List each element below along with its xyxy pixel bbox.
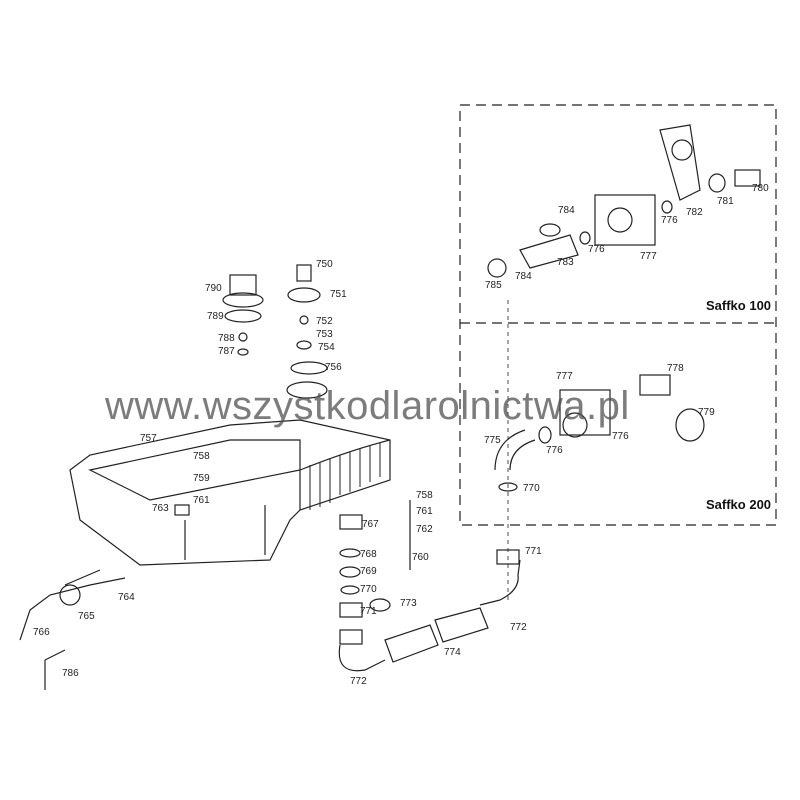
model-label-saffko-200: Saffko 200: [706, 497, 772, 512]
part-number-label: 758: [416, 490, 433, 501]
part-number-label: 754: [318, 342, 335, 353]
part-number-label: 762: [416, 524, 433, 535]
part-number-label: 765: [78, 611, 95, 622]
part-number-label: 767: [362, 519, 379, 530]
part-number-label: 778: [667, 363, 684, 374]
part-number-label: 779: [698, 407, 715, 418]
part-number-label: 770: [523, 483, 540, 494]
part-number-label: 773: [400, 598, 417, 609]
part-number-label: 781: [717, 196, 734, 207]
model-label-saffko-100: Saffko 100: [706, 298, 772, 313]
hose-assembly: [338, 300, 521, 672]
part-number-label: 761: [416, 506, 433, 517]
part-number-label: 750: [316, 259, 333, 270]
part-number-label: 770: [360, 584, 377, 595]
part-number-label: 787: [218, 346, 235, 357]
part-number-label: 771: [360, 606, 377, 617]
part-number-label: 785: [485, 280, 502, 291]
part-number-label: 776: [661, 215, 678, 226]
part-number-label: 761: [193, 495, 210, 506]
part-number-label: 753: [316, 329, 333, 340]
part-number-label: 789: [207, 311, 224, 322]
lids: [222, 264, 328, 375]
part-number-label: 768: [360, 549, 377, 560]
part-number-label: 772: [510, 622, 527, 633]
part-number-label: 780: [752, 183, 769, 194]
part-number-label: 769: [360, 566, 377, 577]
valve-assembly: [19, 569, 126, 690]
part-number-label: 784: [558, 205, 575, 216]
part-number-label: 771: [525, 546, 542, 557]
part-number-label: 764: [118, 592, 135, 603]
part-number-label: 766: [33, 627, 50, 638]
part-number-label: 776: [612, 431, 629, 442]
part-number-label: 784: [515, 271, 532, 282]
tank: [69, 381, 391, 566]
part-number-label: 776: [588, 244, 605, 255]
part-number-label: 760: [412, 552, 429, 563]
part-number-label: 783: [557, 257, 574, 268]
part-number-label: 759: [193, 473, 210, 484]
part-number-label: 751: [330, 289, 347, 300]
part-number-label: 774: [444, 647, 461, 658]
saffko-200-pump: [494, 374, 705, 492]
part-number-label: 758: [193, 451, 210, 462]
part-number-label: 756: [325, 362, 342, 373]
part-number-label: 775: [484, 435, 501, 446]
part-number-label: 763: [152, 503, 169, 514]
part-number-label: 757: [140, 433, 157, 444]
saffko-100-pump: [487, 124, 761, 278]
part-number-label: 772: [350, 676, 367, 687]
watermark: www.wszystkodlarolnictwa.pl: [105, 384, 630, 428]
part-number-label: 777: [556, 371, 573, 382]
part-number-label: 786: [62, 668, 79, 679]
model-boxes: [459, 104, 777, 526]
part-number-label: 782: [686, 207, 703, 218]
part-number-label: 790: [205, 283, 222, 294]
part-number-label: 776: [546, 445, 563, 456]
part-number-label: 788: [218, 333, 235, 344]
part-number-label: 777: [640, 251, 657, 262]
part-number-label: 752: [316, 316, 333, 327]
